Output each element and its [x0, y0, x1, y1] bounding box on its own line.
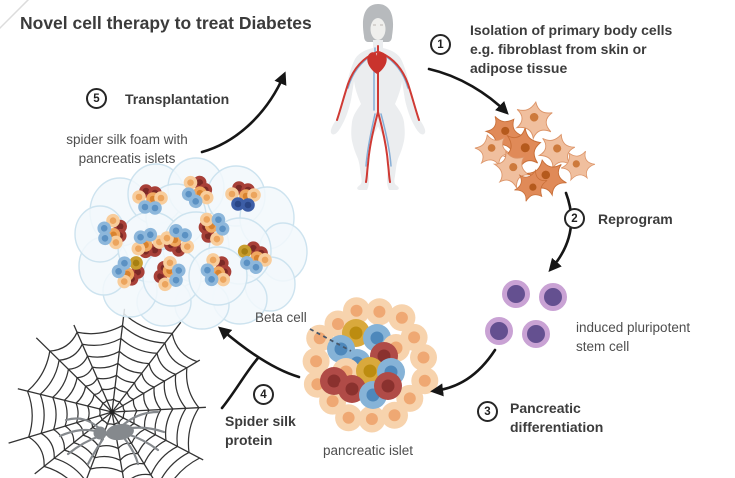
page-title: Novel cell therapy to treat Diabetes: [20, 13, 312, 33]
spider-web-illustration: [8, 308, 206, 478]
fibroblast-cells-illustration: [472, 98, 600, 208]
arrow-step4: [218, 326, 301, 379]
step-2-label: Reprogram: [598, 211, 673, 227]
step-4-number: 4: [260, 388, 267, 401]
step-2-number: 2: [571, 212, 578, 225]
step-1-label: Isolation of primary body cells e.g. fib…: [470, 22, 673, 76]
arrow-step4-branch: [220, 356, 260, 410]
pancreatic-islet-illustration: [302, 297, 439, 433]
heart-icon: [367, 52, 387, 74]
human-body-illustration: [330, 4, 426, 190]
arrow-step2: [548, 191, 573, 272]
arrow-step3: [430, 348, 497, 397]
spider-icon: [58, 410, 166, 466]
step-3-label: Pancreatic differentiation: [510, 400, 604, 435]
step-5-badge: 5: [86, 88, 107, 109]
process-arrows: [200, 67, 573, 410]
step-1-badge: 1: [430, 34, 451, 55]
foam-caption: spider silk foam with pancreatis islets: [66, 132, 188, 166]
beta-cell-caption: Beta cell: [255, 310, 307, 325]
step-1-number: 1: [437, 38, 444, 51]
step-4-badge: 4: [253, 384, 274, 405]
step-4-label: Spider silk protein: [225, 413, 296, 448]
step-2-badge: 2: [564, 208, 585, 229]
step-3-badge: 3: [477, 401, 498, 422]
silk-foam-illustration: [74, 157, 308, 330]
arrow-step5: [200, 71, 287, 154]
beta-cell-pointer-line: [309, 328, 352, 352]
step-3-number: 3: [484, 405, 491, 418]
step-5-number: 5: [93, 92, 100, 105]
circulatory-system-illustration: [336, 45, 420, 183]
step-5-label: Transplantation: [125, 91, 230, 107]
stem-cells-illustration: [485, 280, 567, 348]
ipsc-caption: induced pluripotent stem cell: [576, 320, 691, 354]
islet-caption: pancreatic islet: [323, 443, 414, 458]
